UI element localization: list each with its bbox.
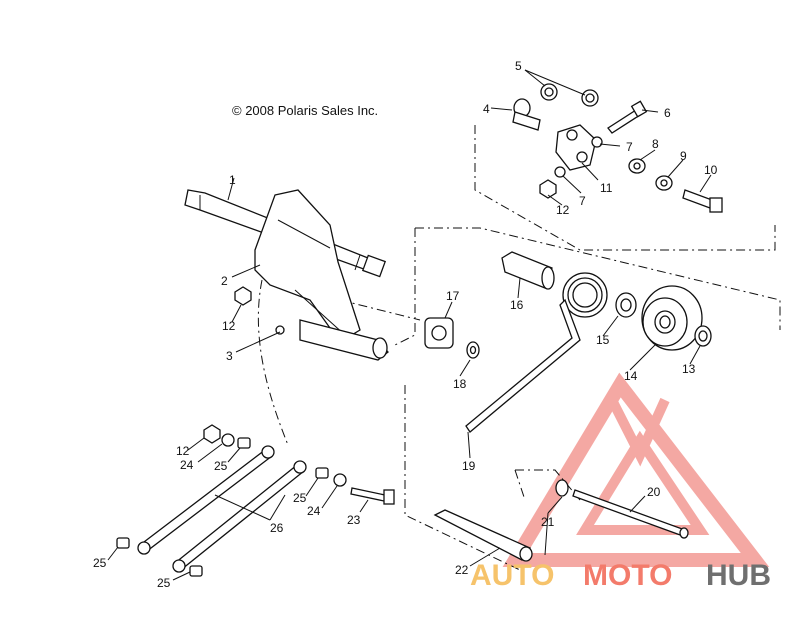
part-bushing-4 <box>512 98 541 131</box>
callout-5: 5 <box>515 59 522 73</box>
part-nuts-12 <box>203 179 557 444</box>
callout-25d: 25 <box>157 576 171 590</box>
part-bushings-5 <box>540 83 599 107</box>
callout-11: 11 <box>600 181 613 195</box>
callout-4: 4 <box>483 102 490 116</box>
assembly-dash-lines <box>257 125 781 571</box>
part-spacer-16 <box>501 251 555 290</box>
callout-2: 2 <box>221 274 228 288</box>
callout-24a: 24 <box>180 458 194 472</box>
callout-25c: 25 <box>93 556 107 570</box>
callout-numbers: 1 2 3 4 5 6 7 7 8 9 10 11 12 12 12 13 14… <box>93 59 718 590</box>
leader-lines <box>107 69 712 581</box>
watermark-logo <box>502 372 770 567</box>
callout-6: 6 <box>664 106 671 120</box>
part-washer-15 <box>615 292 637 318</box>
callout-3: 3 <box>226 349 233 363</box>
part-rod-20 <box>572 489 689 539</box>
part-spring-19 <box>465 272 608 433</box>
watermark-text: AUTO MOTO HUB <box>470 559 771 592</box>
part-links-26 <box>137 445 307 573</box>
part-washer-18 <box>466 341 480 359</box>
callout-13: 13 <box>682 362 696 376</box>
part-rod-22 <box>433 509 533 562</box>
part-bracket <box>254 189 361 343</box>
callout-9: 9 <box>680 149 687 163</box>
part-bolt-10 <box>682 189 723 213</box>
callout-24b: 24 <box>307 504 321 518</box>
callout-19: 19 <box>462 459 476 473</box>
part-wheel-14 <box>641 285 703 351</box>
part-washers-24 <box>221 433 347 487</box>
part-washers-7 <box>554 136 603 178</box>
part-washer-9 <box>655 175 673 191</box>
callout-20: 20 <box>647 485 661 499</box>
part-washer-8 <box>628 158 646 174</box>
part-pivot-arm-11 <box>555 124 597 171</box>
callout-12a: 12 <box>556 203 570 217</box>
callout-16: 16 <box>510 298 524 312</box>
callout-12c: 12 <box>176 444 190 458</box>
part-bushings-25 <box>116 437 329 577</box>
copyright-notice: © 2008 Polaris Sales Inc. <box>232 103 379 118</box>
part-adjuster-17 <box>424 317 454 349</box>
callout-18: 18 <box>453 377 467 391</box>
callout-25b: 25 <box>293 491 307 505</box>
callout-22: 22 <box>455 563 469 577</box>
callout-10: 10 <box>704 163 718 177</box>
watermark-hub: HUB <box>706 559 771 592</box>
part-bolt-23 <box>350 487 395 505</box>
callout-7b: 7 <box>579 194 586 208</box>
callout-26: 26 <box>270 521 284 535</box>
callout-8: 8 <box>652 137 659 151</box>
part-lower-tube <box>275 319 389 361</box>
part-bolt-6 <box>607 100 648 134</box>
callout-12b: 12 <box>222 319 236 333</box>
callout-23: 23 <box>347 513 361 527</box>
callout-7a: 7 <box>626 140 633 154</box>
callout-21: 21 <box>541 515 555 529</box>
callout-15: 15 <box>596 333 610 347</box>
part-sleeve-21 <box>555 479 569 497</box>
callout-25a: 25 <box>214 459 228 473</box>
watermark-auto: AUTO <box>470 559 554 592</box>
part-bearing-13 <box>694 325 712 347</box>
callout-1: 1 <box>229 173 236 187</box>
callout-17: 17 <box>446 289 460 303</box>
watermark-moto: MOTO <box>583 559 672 592</box>
callout-14: 14 <box>624 369 638 383</box>
